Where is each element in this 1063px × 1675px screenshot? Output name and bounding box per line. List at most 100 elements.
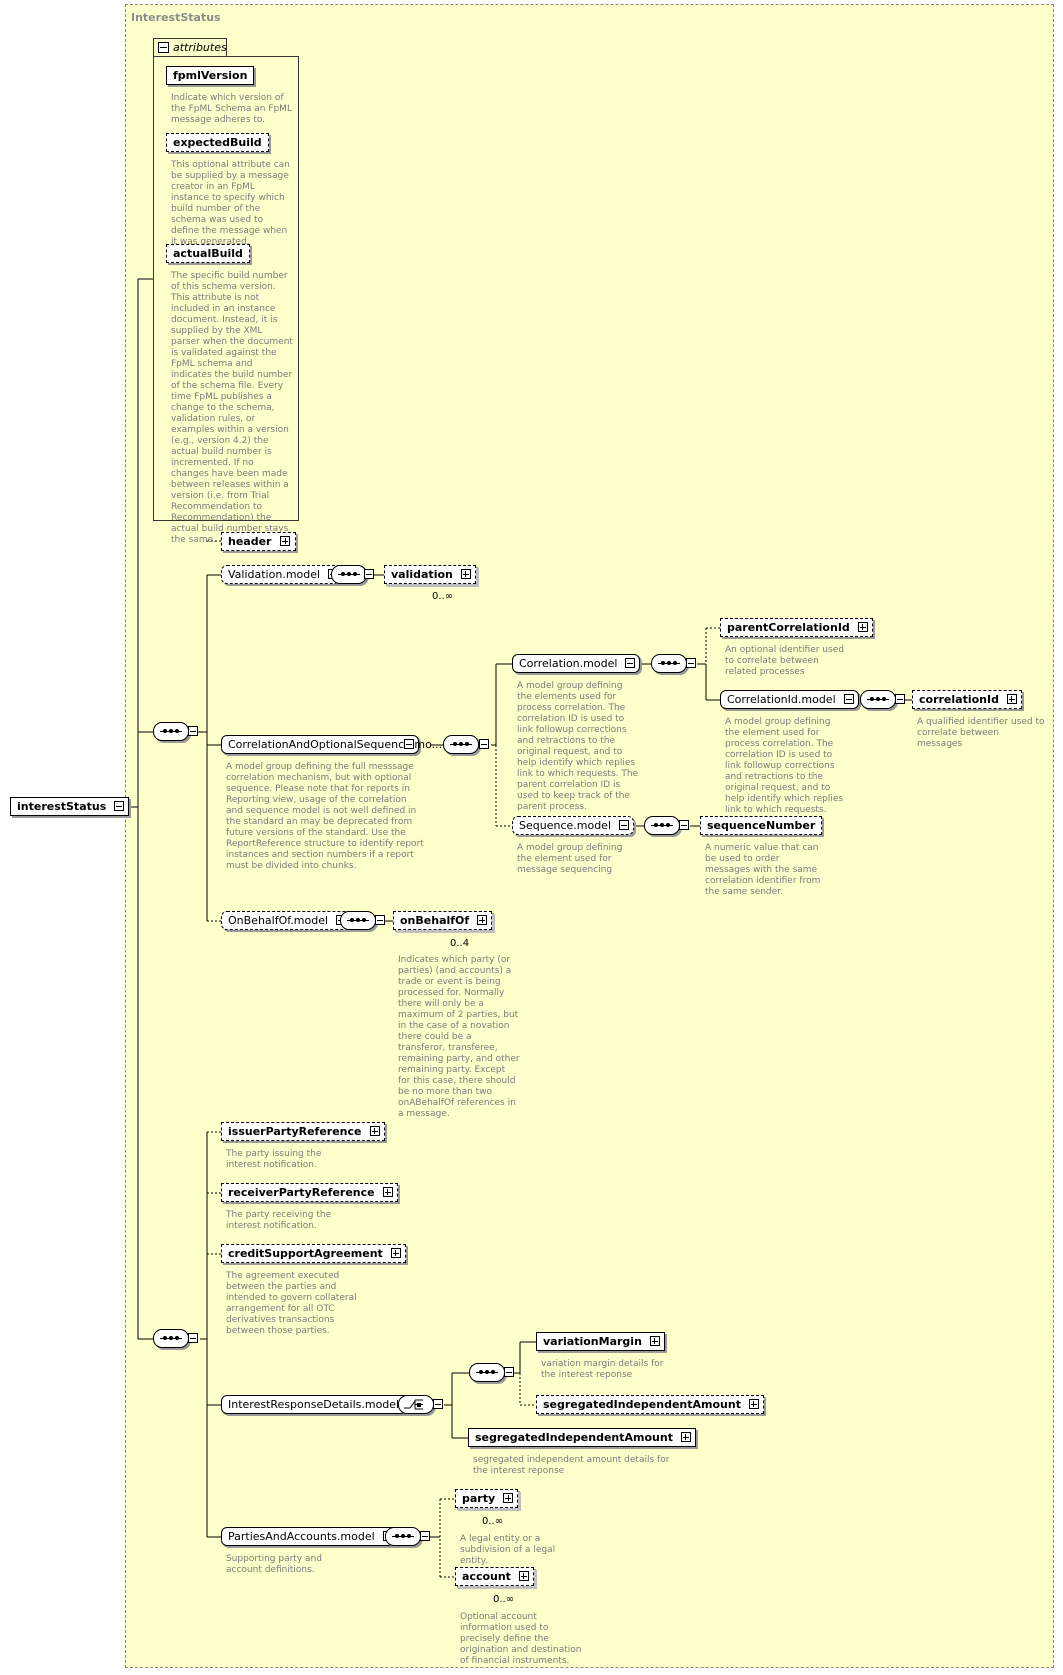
- group-description: A model group defining the elements used…: [517, 681, 639, 812]
- group-description: A model group defining the full messsage…: [226, 762, 424, 871]
- expand-icon[interactable]: [649, 1336, 660, 1346]
- issuer-party-reference-element[interactable]: issuerPartyReference: [221, 1122, 385, 1141]
- parent-correlation-id-element[interactable]: parentCorrelationId: [720, 618, 873, 637]
- element-label: parentCorrelationId: [727, 621, 850, 634]
- element-description: segregated independent amount details fo…: [473, 1455, 670, 1476]
- attribute-description: The specific build number of this schema…: [171, 271, 293, 545]
- choice-compositor: [398, 1395, 434, 1414]
- sequence-model-group[interactable]: Sequence.model: [512, 816, 635, 835]
- interest-response-details-model-group[interactable]: InterestResponseDetails.model: [221, 1395, 423, 1414]
- expand-icon[interactable]: [390, 1248, 401, 1258]
- group-label: CorrelationId.model: [727, 693, 836, 706]
- collapse-icon[interactable]: [420, 1531, 430, 1541]
- attribute-description: This optional attribute can be supplied …: [171, 160, 290, 247]
- root-element-label: interestStatus: [17, 800, 107, 813]
- header-element[interactable]: header: [221, 532, 297, 551]
- occurrence-label: 0..∞: [493, 1594, 515, 1605]
- collapse-icon[interactable]: [686, 658, 696, 668]
- correlation-model-group[interactable]: Correlation.model: [512, 654, 641, 673]
- collapse-icon[interactable]: [504, 1367, 514, 1377]
- element-label: issuerPartyReference: [228, 1125, 362, 1138]
- collapse-icon[interactable]: [895, 694, 905, 704]
- expand-icon[interactable]: [518, 1571, 529, 1581]
- collapse-icon[interactable]: [479, 739, 489, 749]
- segregated-independent-amount-element[interactable]: segregatedIndependentAmount: [468, 1428, 696, 1447]
- account-element[interactable]: account: [455, 1567, 534, 1586]
- group-label: CorrelationAndOptionalSequence.mo...: [228, 738, 443, 751]
- sequence-compositor: [153, 1329, 189, 1348]
- element-description: A qualified identifier used to correlate…: [917, 717, 1045, 749]
- collapse-icon[interactable]: [404, 739, 414, 749]
- expand-icon[interactable]: [460, 569, 471, 579]
- collapse-icon[interactable]: [679, 820, 689, 830]
- element-description: A legal entity or a subdivision of a leg…: [460, 1534, 556, 1566]
- variation-margin-element[interactable]: variationMargin: [536, 1332, 665, 1351]
- choice-icon: [404, 1399, 423, 1410]
- validation-model-group[interactable]: Validation.model: [221, 565, 344, 584]
- receiver-party-reference-element[interactable]: receiverPartyReference: [221, 1183, 398, 1202]
- group-description: A model group defining the element used …: [725, 717, 844, 815]
- attribute-fpmlversion[interactable]: fpmlVersion: [166, 66, 255, 85]
- expand-icon[interactable]: [369, 1126, 380, 1136]
- expand-icon[interactable]: [280, 536, 291, 546]
- sequence-compositor: [331, 565, 367, 584]
- expand-icon[interactable]: [503, 1493, 514, 1503]
- collapse-icon[interactable]: [433, 1399, 443, 1409]
- group-description: Supporting party and account definitions…: [226, 1554, 322, 1575]
- collapse-icon[interactable]: [375, 915, 385, 925]
- element-label: validation: [391, 568, 453, 581]
- expand-icon[interactable]: [477, 915, 488, 925]
- sequence-compositor: [644, 816, 680, 835]
- attribute-expectedbuild[interactable]: expectedBuild: [166, 133, 269, 152]
- element-description: Optional account information used to pre…: [460, 1612, 582, 1666]
- element-label: segregatedIndependentAmount: [475, 1431, 673, 1444]
- complex-type-title: InterestStatus: [131, 11, 221, 24]
- collapse-icon[interactable]: [158, 42, 169, 53]
- element-description: An optional identifier used to correlate…: [725, 645, 844, 677]
- correlation-id-element[interactable]: correlationId: [912, 690, 1022, 709]
- root-element[interactable]: interestStatus: [10, 797, 130, 816]
- expand-icon[interactable]: [748, 1399, 759, 1409]
- occurrence-label: 0..∞: [432, 591, 454, 602]
- element-label: variationMargin: [543, 1335, 642, 1348]
- collapse-icon[interactable]: [188, 1333, 198, 1343]
- element-label: header: [228, 535, 272, 548]
- on-behalf-of-model-group[interactable]: OnBehalfOf.model: [221, 911, 352, 930]
- attribute-name: fpmlVersion: [173, 69, 248, 82]
- element-label: party: [462, 1492, 496, 1505]
- sequence-compositor: [443, 735, 479, 754]
- element-description: Indicates which party (or parties) (and …: [398, 955, 520, 1119]
- occurrence-label: 0..4: [450, 938, 470, 949]
- collapse-icon[interactable]: [625, 658, 636, 668]
- expand-icon[interactable]: [1006, 694, 1017, 704]
- attribute-description: Indicate which version of the FpML Schem…: [171, 93, 292, 125]
- expand-icon[interactable]: [382, 1187, 393, 1197]
- on-behalf-of-element[interactable]: onBehalfOf: [393, 911, 493, 930]
- element-label: receiverPartyReference: [228, 1186, 375, 1199]
- correlation-and-optional-sequence-group[interactable]: CorrelationAndOptionalSequence.mo...: [221, 735, 442, 754]
- collapse-icon[interactable]: [619, 820, 630, 830]
- party-element[interactable]: party: [455, 1489, 519, 1508]
- credit-support-agreement-element[interactable]: creditSupportAgreement: [221, 1244, 406, 1263]
- segregated-independent-amount-optional-element[interactable]: segregatedIndependentAmount: [536, 1395, 764, 1414]
- attributes-tab-label: attributes: [173, 41, 227, 54]
- validation-element[interactable]: validation: [384, 565, 476, 584]
- attribute-actualbuild[interactable]: actualBuild: [166, 244, 250, 263]
- element-label: creditSupportAgreement: [228, 1247, 383, 1260]
- sequence-number-element[interactable]: sequenceNumber: [700, 816, 823, 835]
- collapse-icon[interactable]: [364, 569, 374, 579]
- collapse-icon[interactable]: [114, 801, 125, 811]
- correlation-id-model-group[interactable]: CorrelationId.model: [720, 690, 859, 709]
- collapse-icon[interactable]: [843, 694, 854, 704]
- element-label: sequenceNumber: [707, 819, 816, 832]
- parties-and-accounts-model-group[interactable]: PartiesAndAccounts.model: [221, 1527, 398, 1546]
- collapse-icon[interactable]: [188, 726, 198, 736]
- attributes-tab[interactable]: attributes: [153, 38, 227, 57]
- expand-icon[interactable]: [857, 622, 868, 632]
- attribute-name: expectedBuild: [173, 136, 262, 149]
- sequence-compositor: [469, 1363, 505, 1382]
- element-label: segregatedIndependentAmount: [543, 1398, 741, 1411]
- sequence-compositor: [860, 690, 896, 709]
- expand-icon[interactable]: [680, 1432, 691, 1442]
